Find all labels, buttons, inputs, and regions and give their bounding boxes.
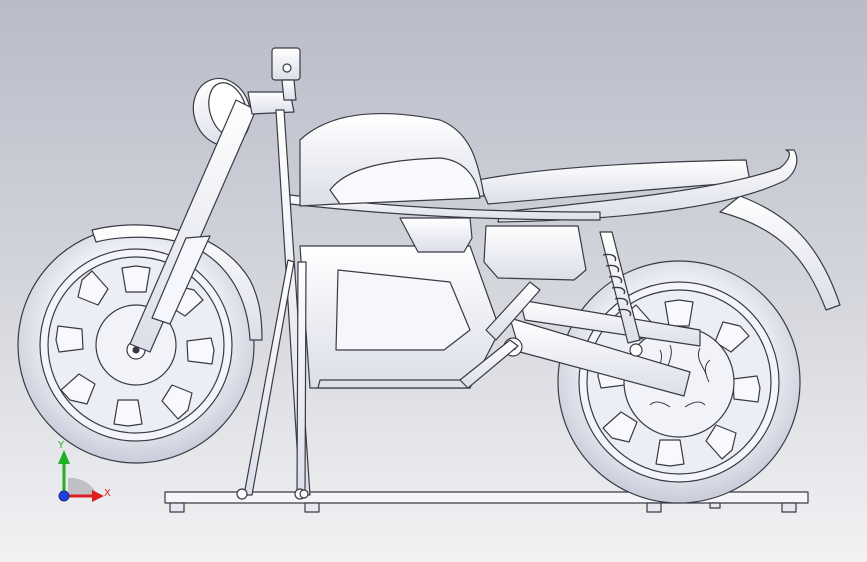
rear-fender [719, 195, 841, 311]
battery-box [299, 217, 587, 389]
frame-link [459, 339, 519, 389]
triad-arc [68, 477, 98, 496]
axis-label-y: Y [58, 440, 65, 451]
handlebar [247, 47, 301, 115]
base-stand [164, 491, 809, 513]
frame-rail [289, 194, 601, 221]
stand-legs [236, 109, 311, 500]
axis-label-x: X [104, 488, 111, 499]
front-fork [129, 99, 257, 353]
fuel-tank [299, 113, 485, 207]
rear-shock [599, 231, 643, 357]
frame-link-2 [485, 281, 541, 341]
coordinate-triad [58, 450, 104, 502]
